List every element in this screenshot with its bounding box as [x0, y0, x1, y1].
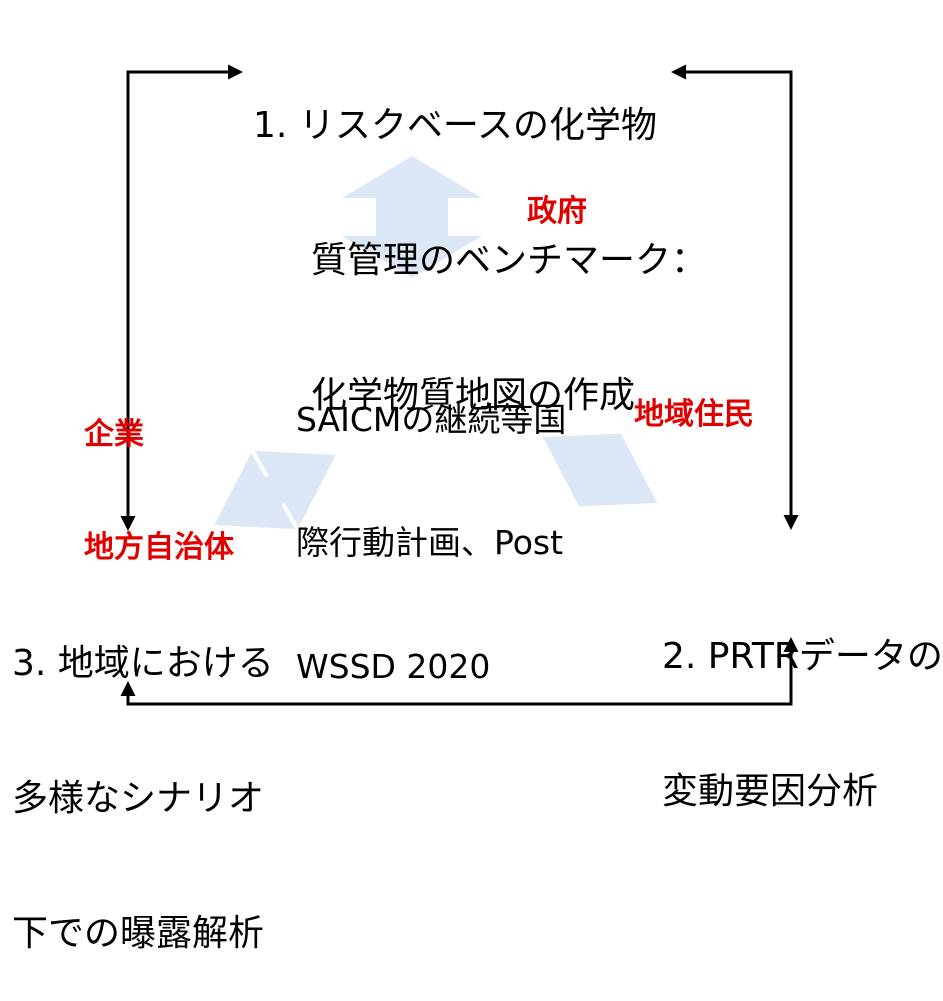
node-top-line-3: 化学物質地図の作成 — [311, 375, 636, 416]
node-right: 2. PRTRデータの 変動要因分析 — [662, 544, 943, 859]
node-top: 1. リスクベースの化学物 質管理のベンチマーク： 化学物質地図の作成 — [253, 13, 707, 463]
connector-arrow-right-to-left — [120, 637, 799, 706]
center-line-1: SAICMの継続等国 — [296, 399, 567, 439]
node-left-line-1: 3. 地域における — [12, 643, 274, 684]
connector-arrow-left-to-top — [120, 64, 243, 531]
center-line-2: 際行動計画、Post — [296, 523, 564, 563]
double-arrow-icon — [342, 156, 482, 278]
actor-government: 政府 — [527, 194, 587, 229]
actor-residents: 地域住民 — [634, 397, 754, 432]
node-top-line-2: 質管理のベンチマーク： — [311, 240, 708, 281]
center-line-3: WSSD 2020 — [296, 647, 491, 686]
node-left-line-3: 下での曝露解析 — [12, 913, 265, 954]
center-text: SAICMの継続等国 際行動計画、Post WSSD 2020 — [296, 316, 566, 729]
actor-local-government: 地方自治体 — [84, 529, 234, 565]
actor-industry: 企業 — [84, 417, 144, 452]
node-top-line-1: 1. リスクベースの化学物 — [253, 105, 658, 146]
actor-industry-local: 企業 地方自治体 — [84, 341, 234, 604]
node-right-line-2: 変動要因分析 — [662, 771, 879, 812]
node-left: 3. 地域における 多様なシナリオ 下での曝露解析 — [12, 551, 274, 1001]
node-top-number: 1. — [253, 105, 288, 146]
double-arrow-icon — [214, 450, 336, 530]
node-right-line-1: 2. PRTRデータの — [662, 636, 943, 677]
connector-arrow-top-to-right — [671, 64, 799, 530]
double-arrow-icon — [542, 433, 658, 507]
node-left-line-2: 多様なシナリオ — [12, 778, 265, 819]
cycle-diagram — [120, 64, 799, 706]
